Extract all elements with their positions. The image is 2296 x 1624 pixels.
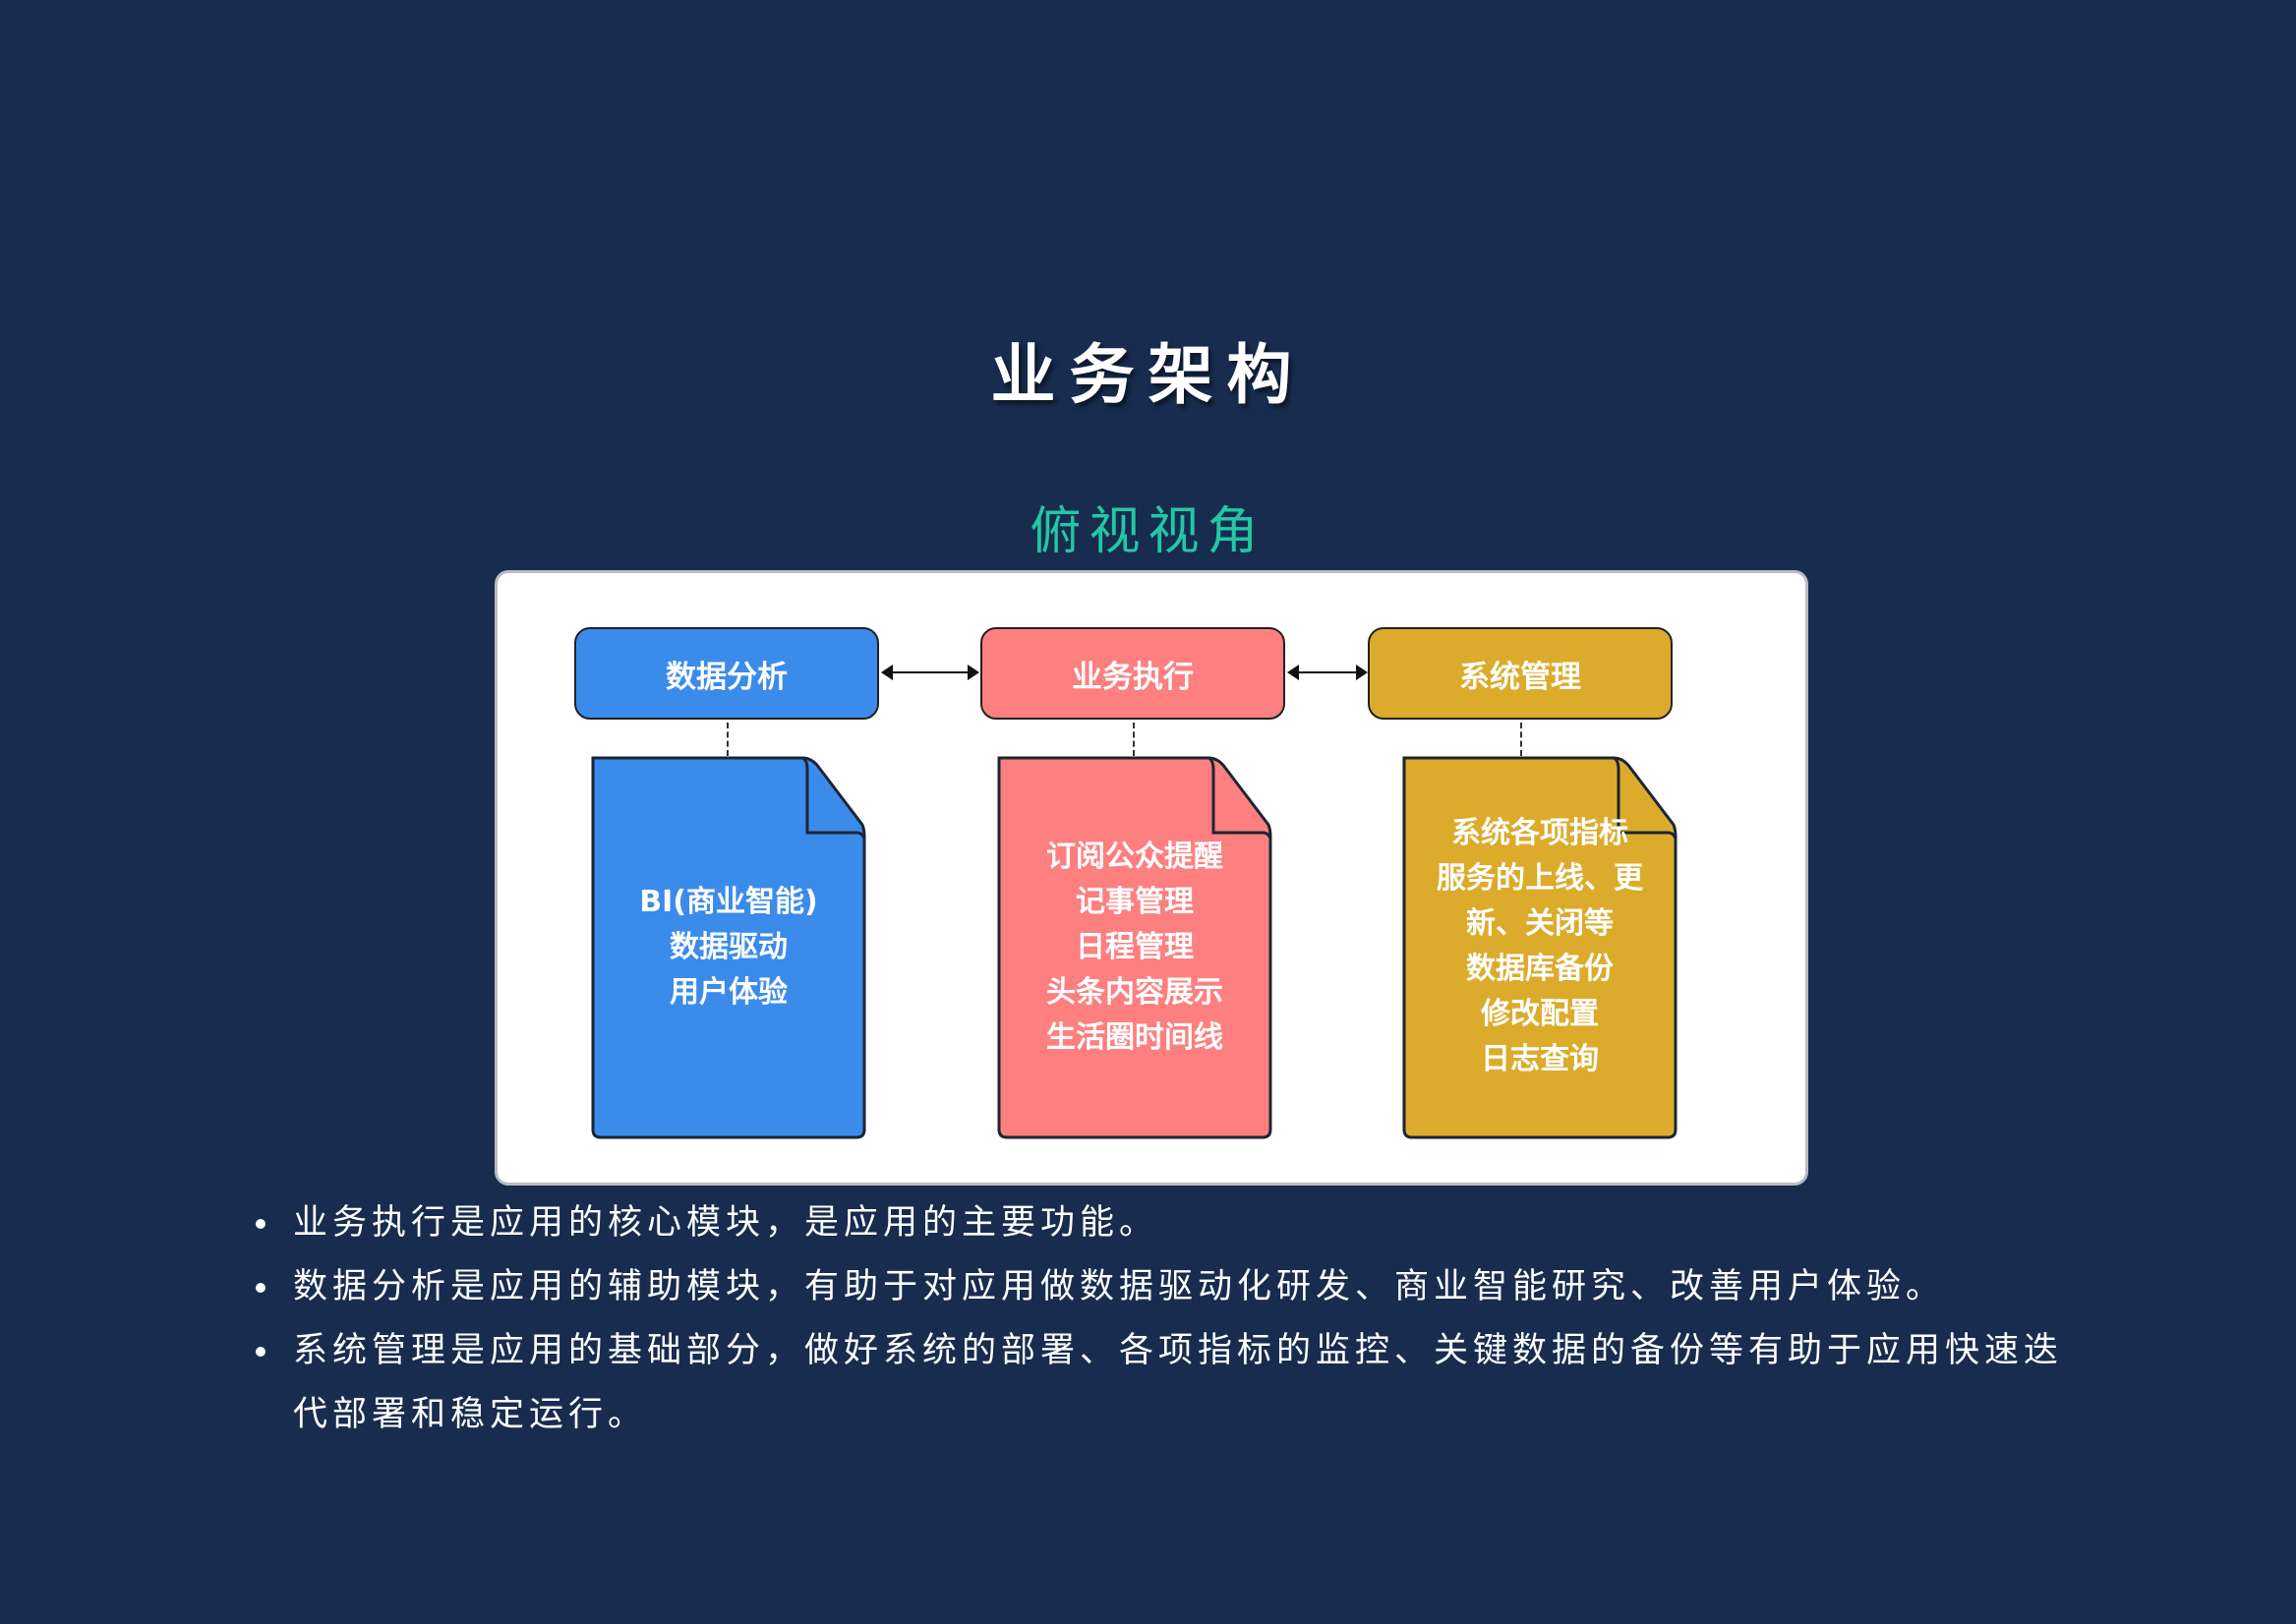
architecture-diagram: 数据分析 业务执行 系统管理 BI(商业智能) 数据驱动 用户体验 订阅公众提醒… (495, 570, 1808, 1186)
bullet-item: 数据分析是应用的辅助模块，有助于对应用做数据驱动化研发、商业智能研究、改善用户体… (254, 1255, 2122, 1319)
page-subtitle: 俯视视角 (1030, 502, 1266, 561)
document-data-analysis: BI(商业智能) 数据驱动 用户体验 (591, 756, 866, 1139)
bullet-item: 系统管理是应用的基础部分，做好系统的部署、各项指标的监控、关键数据的备份等有助于… (254, 1319, 2092, 1447)
connector-line (727, 723, 729, 756)
doc-line: 新、关闭等 (1466, 906, 1614, 941)
doc-line: 用户体验 (670, 975, 788, 1010)
doc-line: 订阅公众提醒 (1046, 840, 1223, 874)
page-title: 业务架构 (990, 337, 1306, 413)
doc-line: 系统各项指标 (1451, 816, 1628, 850)
doc-line: 头条内容展示 (1046, 975, 1223, 1010)
bullet-list: 业务执行是应用的核心模块，是应用的主要功能。 数据分析是应用的辅助模块，有助于对… (254, 1191, 2122, 1447)
doc-line: BI(商业智能) (639, 885, 818, 919)
doc-line: 日志查询 (1481, 1042, 1599, 1076)
document-business-execution: 订阅公众提醒 记事管理 日程管理 头条内容展示 生活圈时间线 (997, 756, 1272, 1139)
connector-line (1520, 723, 1522, 756)
document-system-management: 系统各项指标 服务的上线、更 新、关闭等 数据库备份 修改配置 日志查询 (1402, 756, 1678, 1139)
document-shape-icon (997, 756, 1272, 1139)
bullet-item: 业务执行是应用的核心模块，是应用的主要功能。 (254, 1191, 2122, 1255)
bidirectional-arrow (881, 665, 979, 680)
module-header-data-analysis: 数据分析 (574, 627, 879, 720)
bidirectional-arrow (1287, 665, 1368, 680)
doc-line: 生活圈时间线 (1046, 1020, 1223, 1055)
document-shape-icon (1402, 756, 1678, 1139)
module-header-system-management: 系统管理 (1368, 627, 1673, 720)
doc-line: 日程管理 (1076, 930, 1194, 964)
document-shape-icon (591, 756, 866, 1139)
module-header-business-execution: 业务执行 (980, 627, 1285, 720)
connector-line (1133, 723, 1135, 756)
doc-line: 数据库备份 (1466, 952, 1614, 986)
doc-line: 修改配置 (1481, 997, 1599, 1031)
doc-line: 记事管理 (1076, 885, 1194, 919)
doc-line: 数据驱动 (670, 930, 788, 964)
doc-line: 服务的上线、更 (1437, 861, 1643, 896)
